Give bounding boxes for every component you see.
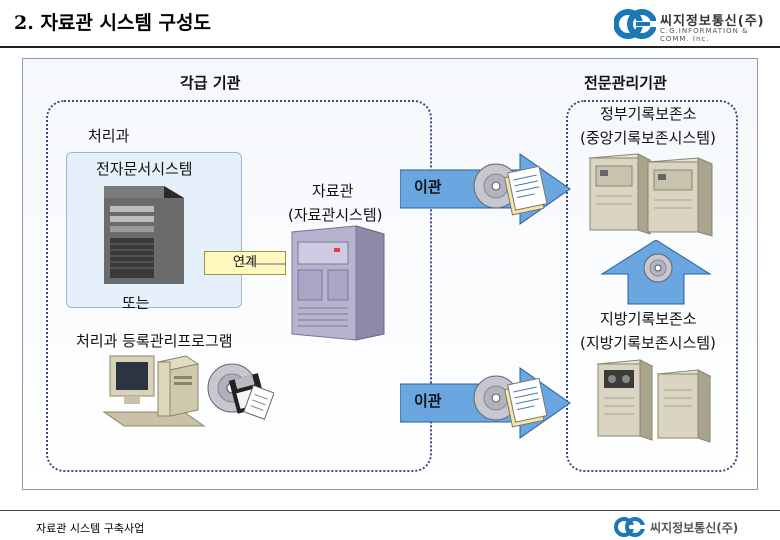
dept-label: 처리과 xyxy=(88,127,130,145)
right-section-title: 전문관리기관 xyxy=(584,74,667,92)
transfer-label-bottom: 이관 xyxy=(414,392,442,410)
registration-program-label: 처리과 등록관리프로그램 xyxy=(76,332,233,350)
cd-documents-icon-top xyxy=(473,163,548,216)
regional-archive-label: 지방기록보존소 xyxy=(600,310,697,328)
archive-subtitle: (자료관시스템) xyxy=(288,206,383,224)
title-bar: 2. 자료관 시스템 구성도 씨지정보통신(주) C.G.INFORMATION… xyxy=(0,0,780,46)
archive-institution-boundary xyxy=(566,100,738,472)
desktop-pc-icon xyxy=(102,355,206,427)
national-archive-label: 정부기록보존소 xyxy=(600,105,697,123)
company-logo: 씨지정보통신(주) C.G.INFORMATION & COMM. Inc. xyxy=(614,8,774,43)
national-archive-server-icon xyxy=(588,153,713,237)
regional-archive-subtitle: (지방기록보존시스템) xyxy=(580,334,716,352)
regional-archive-server-icon xyxy=(596,359,712,443)
edms-server-icon xyxy=(104,186,184,284)
left-section-title: 각급 기관 xyxy=(180,74,241,92)
logo-company-subtitle: C.G.INFORMATION & COMM. Inc. xyxy=(660,27,749,43)
header-divider xyxy=(0,46,780,48)
transfer-label-top: 이관 xyxy=(414,178,442,196)
cd-icon-regional xyxy=(643,253,673,283)
cd-floppy-icon xyxy=(207,363,274,420)
national-archive-subtitle: (중앙기록보존시스템) xyxy=(580,129,716,147)
cg-logo-icon xyxy=(614,9,656,39)
link-connector xyxy=(240,263,286,265)
footer-project-name: 자료관 시스템 구축사업 xyxy=(36,522,145,535)
link-badge: 연계 xyxy=(204,251,286,275)
archive-label: 자료관 xyxy=(312,182,354,200)
archive-server-icon xyxy=(291,225,385,341)
logo-company-name: 씨지정보통신(주) xyxy=(660,14,765,29)
page-title: 2. 자료관 시스템 구성도 xyxy=(14,12,211,34)
footer-logo-name: 씨지정보통신(주) xyxy=(650,521,739,535)
footer-cg-logo-icon xyxy=(614,517,646,537)
edms-label: 전자문서시스템 xyxy=(96,160,193,178)
footer-logo: 씨지정보통신(주) xyxy=(614,516,774,538)
footer-divider xyxy=(0,510,780,511)
agency-boundary xyxy=(46,100,432,472)
or-label: 또는 xyxy=(122,294,150,312)
cd-documents-icon-bottom xyxy=(473,375,548,428)
